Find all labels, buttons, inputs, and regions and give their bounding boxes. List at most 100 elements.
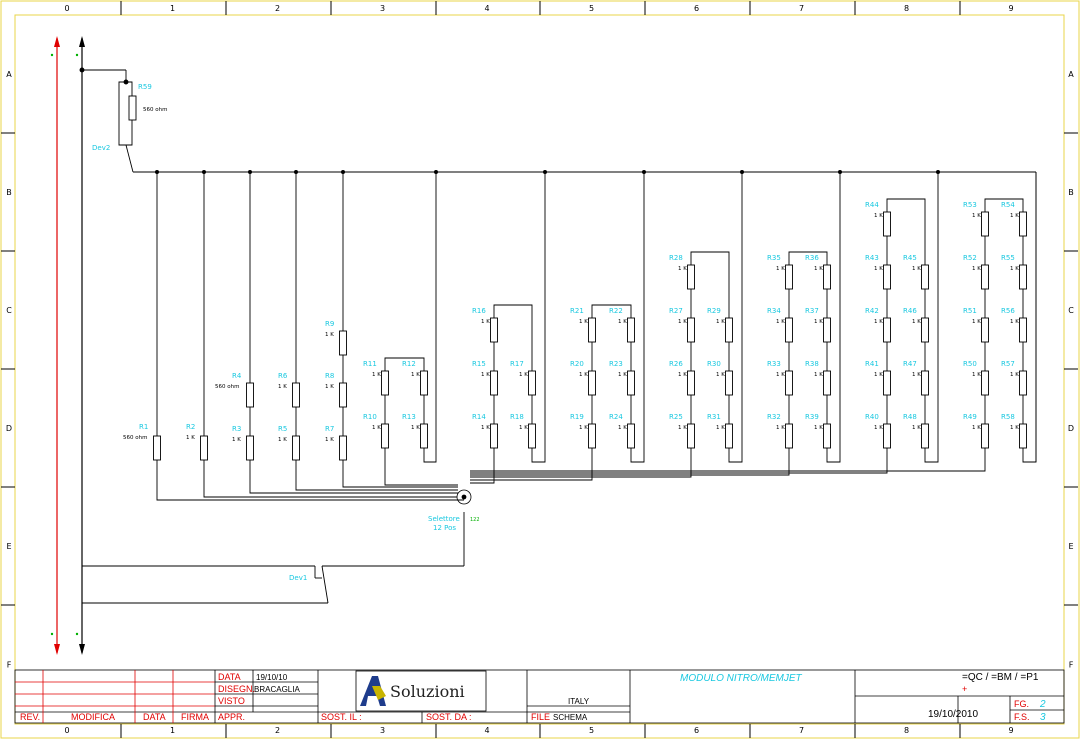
power-rails <box>50 36 85 655</box>
frame-row-label: F <box>7 661 12 670</box>
resistor <box>528 370 536 396</box>
resistor-label: R49 <box>963 413 977 421</box>
frame-column-label: 4 <box>484 4 489 13</box>
resistor-value: 1 K <box>814 319 823 325</box>
resistor-value: 1 K <box>186 435 195 441</box>
resistor <box>725 317 733 343</box>
frame-column-label: 2 <box>275 726 280 735</box>
resistor-value: 1 K <box>776 266 785 272</box>
resistor <box>246 435 254 461</box>
resistor-label: R47 <box>903 360 917 368</box>
resistor-value: 1 K <box>678 266 687 272</box>
resistor <box>588 317 596 343</box>
resistor-value: 1 K <box>874 372 883 378</box>
resistor <box>490 370 498 396</box>
revision-date: 19/10/2010 <box>928 709 978 720</box>
frame-column-label: 5 <box>589 4 594 13</box>
wire <box>630 172 645 463</box>
wire <box>295 460 458 491</box>
resistor <box>687 317 695 343</box>
wire <box>384 448 458 486</box>
country-label: ITALY <box>568 697 590 706</box>
frame-column-label: 9 <box>1008 726 1013 735</box>
wire <box>924 172 939 463</box>
resistor-value: 560 ohm <box>215 384 239 390</box>
resistor <box>490 423 498 449</box>
resistor <box>420 370 428 396</box>
wire <box>156 460 464 501</box>
resistor <box>785 317 793 343</box>
resistor-label: R41 <box>865 360 879 368</box>
resistor-value: 1 K <box>618 372 627 378</box>
resistor <box>981 370 989 396</box>
frame-row-label: F <box>1069 661 1074 670</box>
resistor <box>883 211 891 237</box>
resistor-value: 1 K <box>814 372 823 378</box>
fs-value: 3 <box>1040 712 1046 723</box>
resistor-value: 1 K <box>1010 213 1019 219</box>
resistor <box>381 423 389 449</box>
frame-row-label: C <box>6 306 12 315</box>
fg-value: 2 <box>1039 699 1046 710</box>
resistor-label: R5 <box>278 425 287 433</box>
resistor-label: R42 <box>865 307 879 315</box>
resistor-label: R13 <box>402 413 416 421</box>
resistor <box>339 382 347 408</box>
resistor <box>153 435 161 461</box>
resistor <box>785 264 793 290</box>
resistor-label: R21 <box>570 307 584 315</box>
resistor-value: 1 K <box>874 213 883 219</box>
black-arrow-down-icon <box>79 644 85 655</box>
resistor <box>823 317 831 343</box>
resistor-label: R29 <box>707 307 721 315</box>
resistor-value: 1 K <box>776 372 785 378</box>
resistor-value: 1 K <box>232 437 241 443</box>
frame-column-label: 0 <box>64 726 69 735</box>
project-title: MODULO NITRO/MEMJET <box>680 673 803 684</box>
resistor-value: 1 K <box>325 384 334 390</box>
resistor <box>292 382 300 408</box>
resistor-value: 1 K <box>776 425 785 431</box>
wire <box>249 460 458 494</box>
resistor <box>588 370 596 396</box>
resistor <box>981 317 989 343</box>
dev1-label: Dev1 <box>289 574 307 582</box>
firma-label: FIRMA <box>181 712 209 722</box>
resistor-value: 1 K <box>972 266 981 272</box>
fs-label: F.S. <box>1014 712 1030 722</box>
resistor-value: 1 K <box>481 372 490 378</box>
resistor-label: R39 <box>805 413 819 421</box>
frame-row-label: D <box>6 424 12 433</box>
rev-label: REV. <box>20 712 40 722</box>
resistor <box>588 423 596 449</box>
frame-column-label: 6 <box>694 726 699 735</box>
frame-row-label: C <box>1068 306 1074 315</box>
wire <box>531 172 546 463</box>
resistor-label: R37 <box>805 307 819 315</box>
resistor-value: 1 K <box>814 266 823 272</box>
resistor-label: R51 <box>963 307 977 315</box>
frame-row-label: A <box>1068 70 1074 79</box>
frame-column-label: 1 <box>170 726 175 735</box>
data-value: 19/10/10 <box>256 673 288 682</box>
data-label: DATA <box>218 672 241 682</box>
resistor-label: R33 <box>767 360 781 368</box>
resistor <box>381 370 389 396</box>
resistor-label: R1 <box>139 423 148 431</box>
resistor <box>528 423 536 449</box>
resistor-value: 1 K <box>912 425 921 431</box>
svg-text:Soluzioni: Soluzioni <box>390 682 465 701</box>
resistor <box>981 423 989 449</box>
disegn-label: DISEGN. <box>218 684 255 694</box>
resistor <box>1019 264 1027 290</box>
resistor <box>823 264 831 290</box>
file-value: SCHEMA <box>553 713 588 722</box>
resistor-label: R36 <box>805 254 819 262</box>
resistor-label: R43 <box>865 254 879 262</box>
company-logo: Soluzioni <box>360 676 465 706</box>
resistor-value: 1 K <box>912 266 921 272</box>
resistor-label: R4 <box>232 372 242 380</box>
resistor-label: R52 <box>963 254 977 262</box>
sost-da-label: SOST. DA : <box>426 712 472 722</box>
